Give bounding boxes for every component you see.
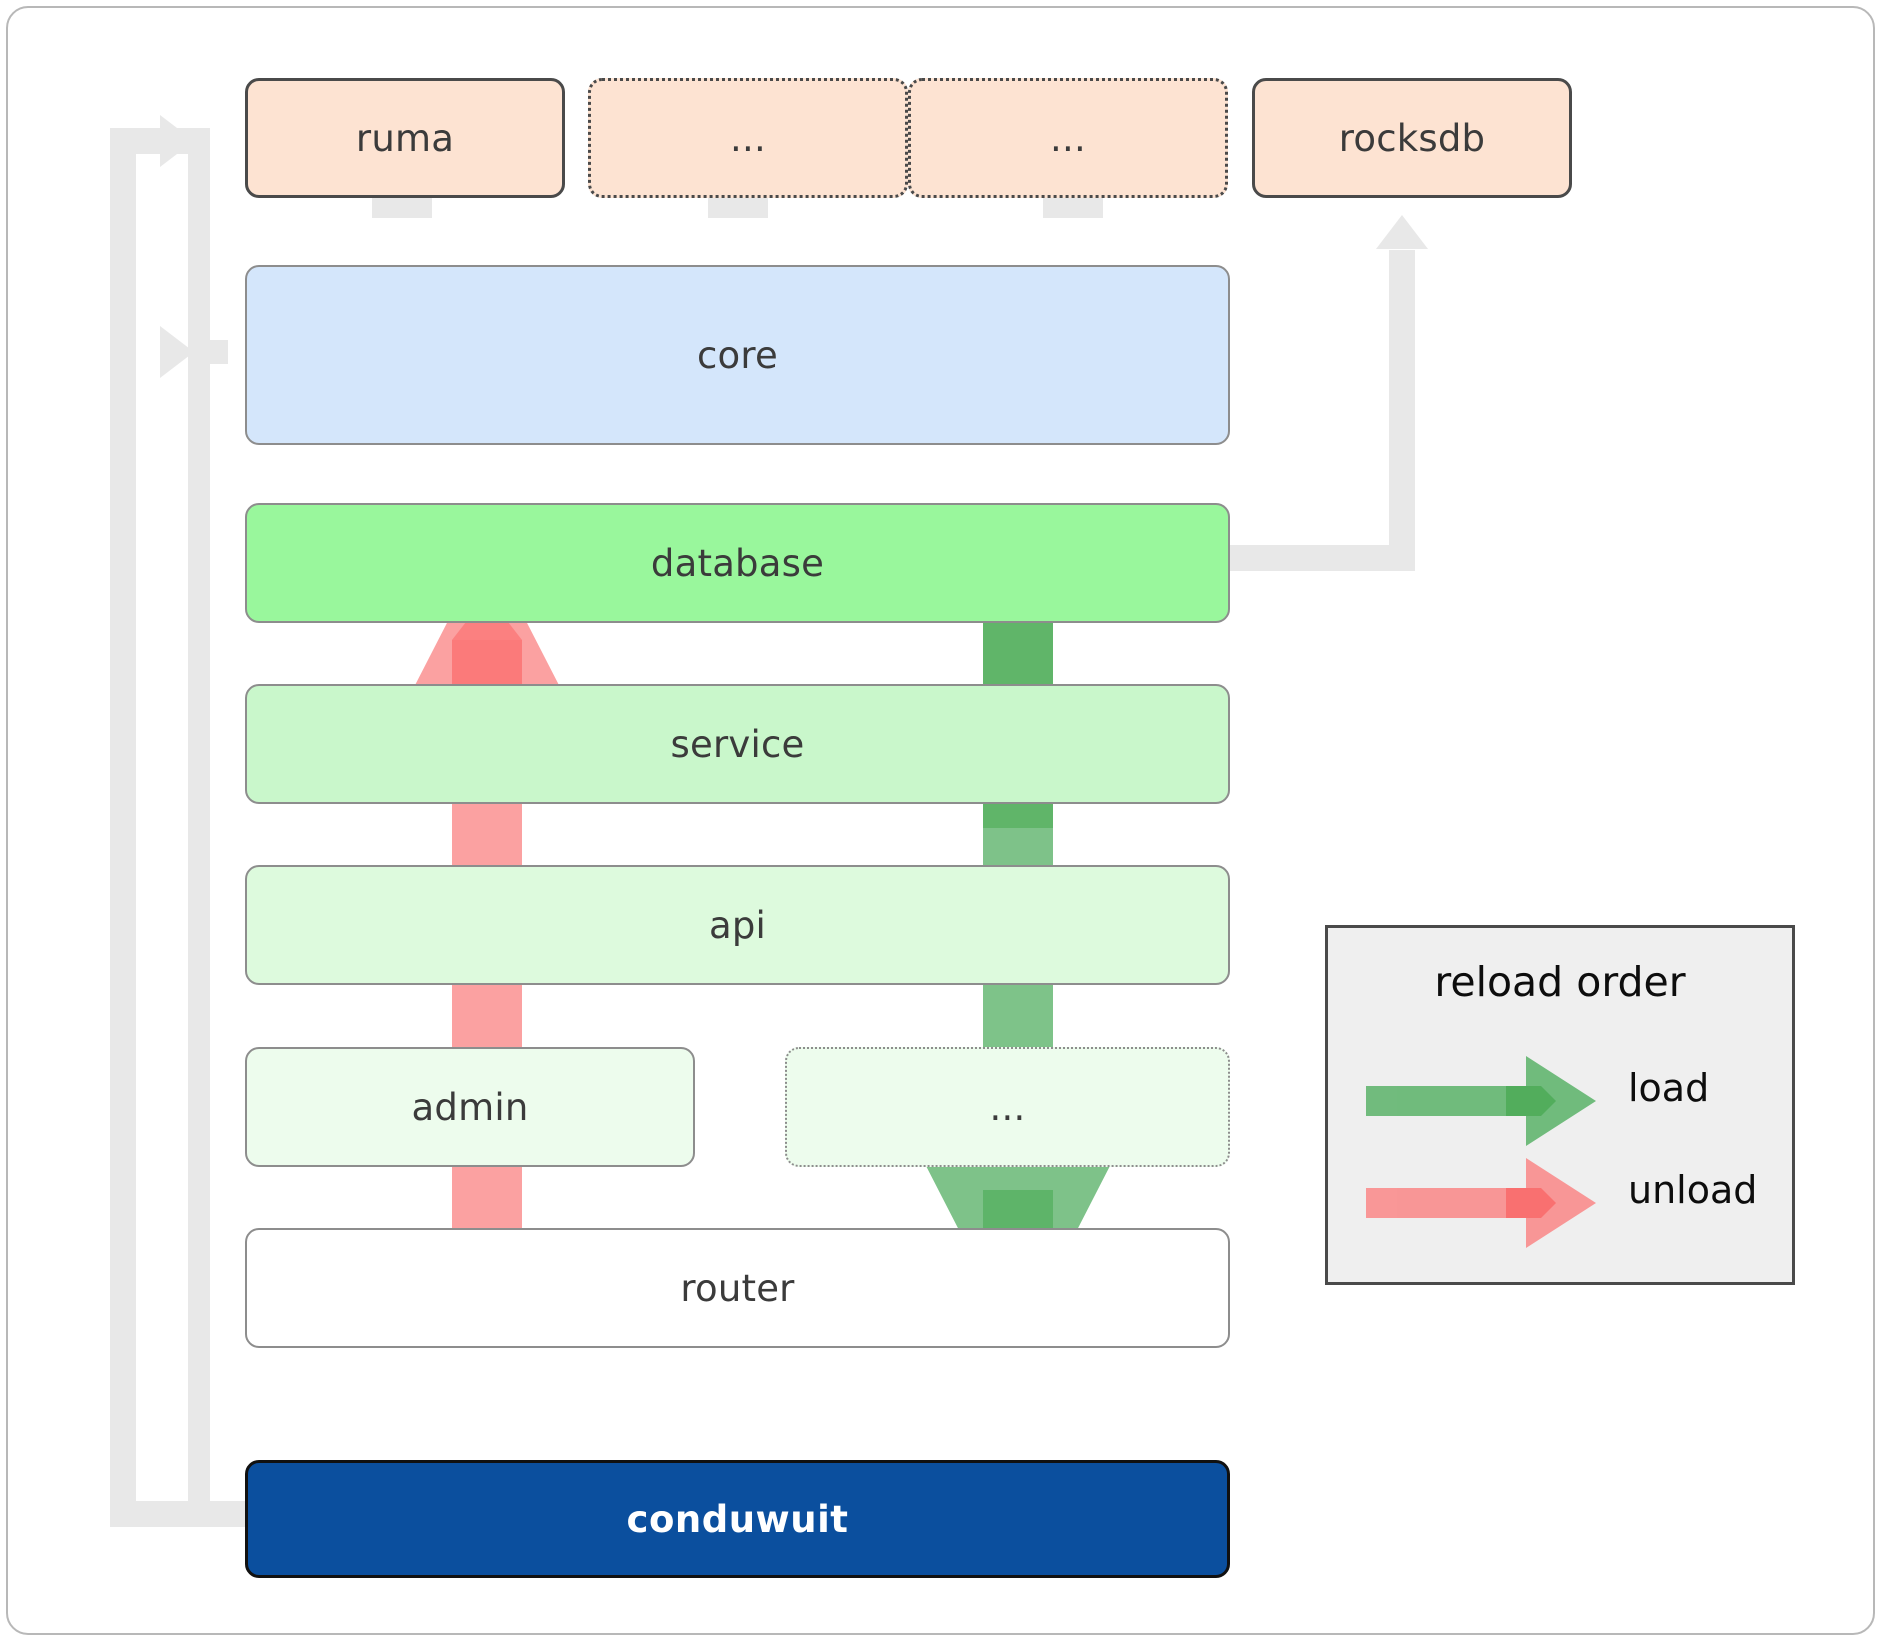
stack-label: service (670, 722, 805, 766)
legend-title: reload order (1434, 958, 1686, 1006)
core-label: core (697, 333, 778, 377)
binary-label: conduwuit (626, 1497, 849, 1541)
stack-label: router (680, 1266, 795, 1310)
connector-vertical-trunk (110, 128, 136, 1527)
stack-node-ellipsis[interactable]: ... (785, 1047, 1230, 1167)
legend-panel: reload order load unload (1325, 925, 1795, 1285)
binary-node-conduwuit[interactable]: conduwuit (245, 1460, 1230, 1578)
connector-arrowhead-core (160, 326, 194, 378)
stack-node-admin[interactable]: admin (245, 1047, 695, 1167)
connector-arrowhead-ruma (160, 115, 194, 167)
dependency-node-ellipsis-2[interactable]: ... (908, 78, 1228, 198)
diagram-frame (6, 6, 1875, 1635)
dependency-node-rocksdb[interactable]: rocksdb (1252, 78, 1572, 198)
connector-db-to-rocksdb-horizontal (1222, 545, 1415, 571)
stack-label: ... (989, 1085, 1026, 1129)
connector-arrowhead-rocksdb (1376, 215, 1428, 249)
dependency-label: rocksdb (1338, 116, 1486, 160)
stack-node-router[interactable]: router (245, 1228, 1230, 1348)
dependency-node-ellipsis-1[interactable]: ... (588, 78, 908, 198)
stack-label: admin (411, 1085, 529, 1129)
legend-row-unload: unload (1328, 1158, 1792, 1248)
legend-row-load: load (1328, 1056, 1792, 1146)
connector-db-to-rocksdb-vertical (1389, 250, 1415, 550)
legend-label-unload: unload (1628, 1168, 1758, 1212)
dependency-node-ruma[interactable]: ruma (245, 78, 565, 198)
load-arrow-icon (1366, 1056, 1596, 1146)
connector-branch-to-core (188, 340, 228, 364)
dependency-label: ... (730, 116, 766, 160)
stack-node-api[interactable]: api (245, 865, 1230, 985)
core-node[interactable]: core (245, 265, 1230, 445)
stack-node-database[interactable]: database (245, 503, 1230, 623)
connector-inner-vertical (188, 150, 210, 1501)
connector-bottom-leg (110, 1501, 245, 1527)
dependency-label: ... (1050, 116, 1086, 160)
unload-arrow-icon (1366, 1158, 1596, 1248)
legend-label-load: load (1628, 1066, 1710, 1110)
stack-node-service[interactable]: service (245, 684, 1230, 804)
dependency-label: ruma (355, 116, 455, 160)
stack-label: database (650, 541, 825, 585)
stack-label: api (708, 903, 767, 947)
